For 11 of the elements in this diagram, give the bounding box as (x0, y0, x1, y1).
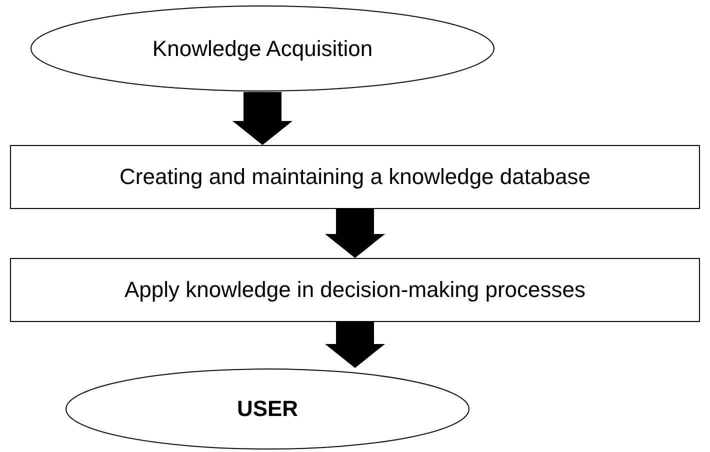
process-box (10, 258, 700, 322)
node-label: USER (236, 396, 298, 422)
block-arrow (325, 322, 385, 368)
block-arrow (325, 209, 385, 258)
process-box (10, 145, 700, 209)
ellipse-node (30, 5, 495, 92)
block-arrow (232, 92, 292, 145)
node-label: Knowledge Acquisition (152, 36, 373, 62)
node-label: Apply knowledge in decision-making processes (124, 277, 586, 303)
ellipse-node (65, 368, 470, 450)
node-label: Creating and maintaining a knowledge database (120, 164, 590, 190)
